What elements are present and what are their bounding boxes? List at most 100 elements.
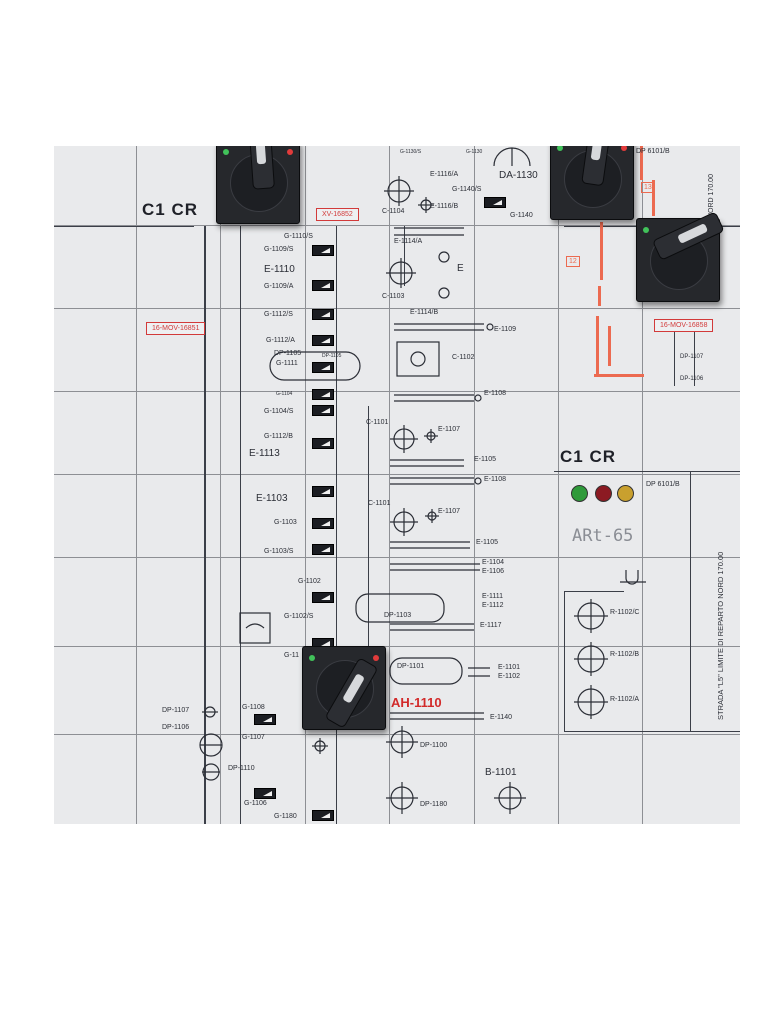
lamp-yellow [617, 485, 634, 502]
label: G-1130/S [400, 149, 422, 155]
label: G-1112/A [266, 337, 295, 344]
grid-line [642, 146, 643, 824]
label: E-1113 [249, 448, 280, 459]
label: G-1104 [276, 391, 293, 397]
label: E-1108 [484, 390, 507, 397]
red-dot-icon [621, 146, 627, 151]
lamp-green [571, 485, 588, 502]
label: E-1111 [482, 593, 504, 600]
label: R-1102/C [610, 609, 640, 616]
label: DP-1103 [384, 612, 412, 619]
valve-indicator [312, 438, 334, 449]
label: E-1108 [484, 476, 507, 483]
rotary-selector-switch-1[interactable] [216, 146, 300, 224]
label-art-65: ARt-65 [572, 526, 634, 546]
label: G-1140/S [452, 186, 482, 193]
diagram-symbols [199, 147, 646, 814]
rotary-selector-switch-3[interactable] [636, 211, 725, 302]
valve-indicator [312, 810, 334, 821]
label: R-1102/B [610, 651, 640, 658]
label: G-1112/S [264, 311, 293, 318]
red-pipe [596, 316, 599, 376]
label: E-1107 [438, 426, 461, 433]
label: E-1116/A [430, 171, 459, 178]
red-dot-icon [373, 655, 379, 661]
label: DP 6101/B [646, 481, 680, 488]
diagram-line [204, 226, 206, 824]
label: G-1140 [510, 212, 533, 219]
tag-ah-1110: AH-1110 [391, 695, 442, 710]
label: DP-1105 [322, 353, 342, 359]
grid-line [54, 308, 740, 309]
label: E-1106 [482, 568, 505, 575]
label: G-1108 [242, 704, 265, 711]
valve-indicator [484, 197, 506, 208]
label: G-1112/B [264, 433, 293, 440]
selector-handle[interactable] [248, 146, 275, 190]
label: E [457, 263, 464, 274]
lamp-red [595, 485, 612, 502]
valve-indicator [312, 592, 334, 603]
grid-line [136, 146, 137, 824]
label: DP-1101 [397, 663, 425, 670]
valve-indicator [254, 714, 276, 725]
tag-mov-16851: 16-MOV-16851 [146, 322, 206, 335]
diagram-line [694, 326, 695, 386]
label: E-1114/B [410, 309, 439, 316]
tag-xv-16852: XV-16852 [316, 208, 359, 221]
label: B-1101 [485, 767, 517, 778]
grid-line [54, 557, 740, 558]
red-pipe [600, 222, 603, 280]
control-panel-board: C1 CR C1 CR XV-16852 16-MOV-16851 16-MOV… [54, 146, 740, 824]
label: C-1103 [382, 293, 405, 300]
grid-line [305, 146, 306, 824]
label: E-1102 [498, 673, 521, 680]
label: C-1102 [452, 354, 475, 361]
label: C-1104 [382, 208, 405, 215]
diagram-line [564, 591, 565, 731]
label: G-1104/S [264, 408, 294, 415]
grid-line [558, 146, 559, 824]
valve-indicator [312, 280, 334, 291]
grid-line [54, 391, 740, 392]
label: DP 6101/B [636, 148, 670, 155]
label: E-1103 [256, 493, 288, 504]
diagram-line [564, 731, 740, 732]
label: DP-1107 [162, 707, 190, 714]
label: E-1107 [438, 508, 461, 515]
valve-indicator [312, 245, 334, 256]
grid-line [54, 646, 740, 647]
label: DP-1180 [420, 801, 448, 808]
valve-indicator [312, 405, 334, 416]
label: R-1102/A [610, 696, 640, 703]
label: G-1106 [244, 800, 267, 807]
diagram-line [690, 471, 691, 731]
diagram-line [54, 226, 194, 227]
green-dot-icon [309, 655, 315, 661]
valve-indicator [312, 518, 334, 529]
valve-indicator [312, 486, 334, 497]
label: G-1111 [276, 360, 298, 367]
diagram-line [368, 406, 369, 666]
label: 12 [566, 256, 580, 267]
red-pipe [640, 146, 643, 180]
label: G-1109/S [264, 246, 294, 253]
red-pipe [594, 374, 644, 377]
label: G-1102/S [284, 613, 314, 620]
rotary-selector-switch-2[interactable] [550, 146, 634, 220]
label: E-1109 [494, 326, 517, 333]
valve-indicator [312, 389, 334, 400]
label: G-1130 [466, 149, 483, 155]
label: DP-1110 [228, 765, 255, 772]
grid-line [54, 225, 740, 226]
label: E-1117 [480, 622, 502, 629]
diagram-line [240, 226, 241, 824]
rotary-selector-switch-4[interactable] [302, 646, 386, 730]
label: C-1101 [366, 419, 389, 426]
grid-line [389, 146, 390, 824]
label: DA-1130 [499, 170, 538, 181]
label: E-1105 [476, 539, 499, 546]
label: DP-1105 [274, 350, 302, 357]
diagram-line [674, 326, 675, 386]
label: G-1103/S [264, 548, 294, 555]
